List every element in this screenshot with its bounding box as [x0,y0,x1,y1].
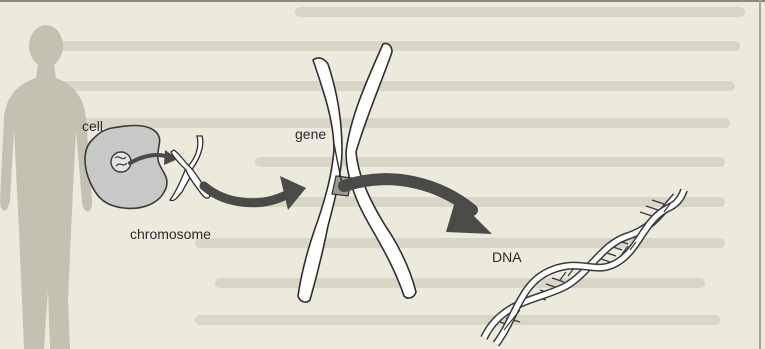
label-gene: gene [295,126,326,142]
cell [85,126,167,209]
label-dna: DNA [492,249,522,265]
label-chromosome: chromosome [130,226,211,242]
cell-nucleus [111,152,131,172]
label-cell: cell [82,118,103,134]
